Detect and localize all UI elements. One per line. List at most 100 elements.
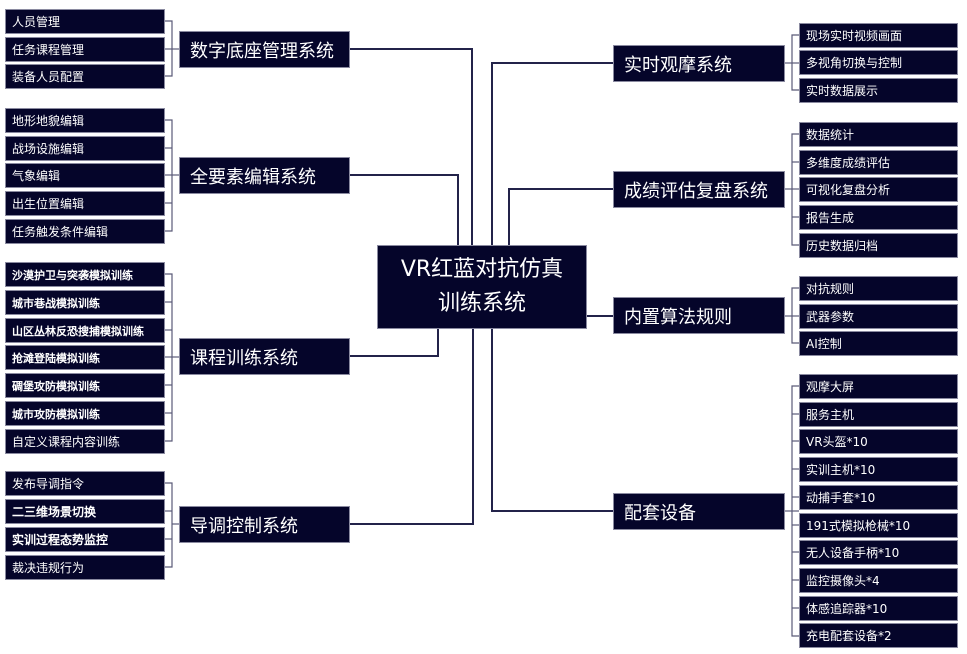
leaf-label: 气象编辑 [12,169,61,183]
leaf-label: 现场实时视频画面 [806,29,903,43]
system-realtime-observe[interactable]: 实时观摩系统 [613,45,785,82]
system-course-training[interactable]: 课程训练系统 [179,338,350,375]
leaf-item[interactable]: 裁决违规行为 [5,555,165,580]
leaf-label: 无人设备手柄*10 [806,546,900,560]
leaf-label: 任务课程管理 [12,43,85,57]
leaf-item[interactable]: 充电配套设备*2 [799,623,958,648]
leaf-item[interactable]: 对抗规则 [799,276,958,301]
system-builtin-algorithm[interactable]: 内置算法规则 [613,297,785,334]
leaf-label: VR头盔*10 [806,435,868,449]
leaf-item[interactable]: 多维度成绩评估 [799,150,958,175]
leaf-item[interactable]: 观摩大屏 [799,374,958,399]
connector-realtime-observe [491,62,613,245]
leaf-item[interactable]: 无人设备手柄*10 [799,540,958,565]
leaf-label: 二三维场景切换 [12,505,97,519]
leaf-item[interactable]: 可视化复盘分析 [799,177,958,202]
leaf-label: 装备人员配置 [12,70,85,84]
leaf-label: 服务主机 [806,408,855,422]
leaf-item[interactable]: 出生位置编辑 [5,191,165,216]
leaf-label: 191式模拟枪械*10 [806,519,911,533]
leaf-label: 可视化复盘分析 [806,183,891,197]
connector-director-control [350,329,474,525]
system-label: 导调控制系统 [190,515,298,537]
connector-score-eval [508,188,613,245]
leaf-label: 地形地貌编辑 [12,114,85,128]
leaf-label: 多维度成绩评估 [806,156,891,170]
system-label: 实时观摩系统 [624,54,732,76]
leaf-item[interactable]: 自定义课程内容训练 [5,429,165,454]
leaf-item[interactable]: 监控摄像头*4 [799,568,958,593]
system-label: 配套设备 [624,502,696,524]
leaf-label: AI控制 [806,337,842,351]
center-title: VR红蓝对抗仿真训练系统 [400,257,564,316]
leaf-label: 充电配套设备*2 [806,629,892,643]
leaf-label: 实训主机*10 [806,463,876,477]
leaf-item[interactable]: 二三维场景切换 [5,499,165,524]
leaf-label: 体感追踪器*10 [806,602,888,616]
leaf-label: 实时数据展示 [806,84,879,98]
leaf-label: 出生位置编辑 [12,197,85,211]
leaf-label: 任务触发条件编辑 [12,225,109,239]
leaf-label: 碉堡攻防模拟训练 [12,379,100,393]
leaf-item[interactable]: 城市攻防模拟训练 [5,401,165,426]
leaf-item[interactable]: 实时数据展示 [799,78,958,103]
center-node[interactable]: VR红蓝对抗仿真训练系统 [377,245,587,329]
leaf-item[interactable]: 服务主机 [799,402,958,427]
leaf-item[interactable]: 发布导调指令 [5,471,165,496]
system-label: 内置算法规则 [624,306,732,328]
leaf-item[interactable]: 装备人员配置 [5,64,165,89]
leaf-item[interactable]: 191式模拟枪械*10 [799,513,958,538]
leaf-item[interactable]: 碉堡攻防模拟训练 [5,373,165,398]
leaf-item[interactable]: 地形地貌编辑 [5,108,165,133]
leaf-label: 多视角切换与控制 [806,56,903,70]
leaf-item[interactable]: 战场设施编辑 [5,136,165,161]
leaf-item[interactable]: 现场实时视频画面 [799,23,958,48]
connector-digital-base [350,48,473,245]
leaf-item[interactable]: 武器参数 [799,304,958,329]
leaf-item[interactable]: 人员管理 [5,9,165,34]
connector-all-element [350,174,459,245]
leaf-item[interactable]: 任务触发条件编辑 [5,219,165,244]
system-supporting-equipment[interactable]: 配套设备 [613,493,785,530]
leaf-item[interactable]: 数据统计 [799,122,958,147]
system-label: 课程训练系统 [190,347,298,369]
leaf-label: 抢滩登陆模拟训练 [12,351,100,365]
system-score-evaluation[interactable]: 成绩评估复盘系统 [613,171,785,208]
leaf-item[interactable]: 实训主机*10 [799,457,958,482]
leaf-item[interactable]: 体感追踪器*10 [799,596,958,621]
leaf-label: 沙漠护卫与突袭模拟训练 [12,268,133,282]
leaf-label: 人员管理 [12,15,61,29]
leaf-item[interactable]: AI控制 [799,331,958,356]
leaf-item[interactable]: 动捕手套*10 [799,485,958,510]
leaf-label: 数据统计 [806,128,855,142]
leaf-label: 对抗规则 [806,282,855,296]
system-all-element-edit[interactable]: 全要素编辑系统 [179,157,350,194]
leaf-label: 武器参数 [806,310,855,324]
connector-equipment [491,329,613,512]
system-label: 全要素编辑系统 [190,166,316,188]
leaf-label: 城市巷战模拟训练 [12,296,100,310]
leaf-item[interactable]: 任务课程管理 [5,37,165,62]
leaf-item[interactable]: VR头盔*10 [799,429,958,454]
leaf-item[interactable]: 历史数据归档 [799,233,958,258]
leaf-label: 城市攻防模拟训练 [12,407,100,421]
leaf-item[interactable]: 沙漠护卫与突袭模拟训练 [5,262,165,287]
leaf-item[interactable]: 气象编辑 [5,163,165,188]
leaf-label: 监控摄像头*4 [806,574,880,588]
leaf-label: 观摩大屏 [806,380,855,394]
leaf-label: 裁决违规行为 [12,561,85,575]
leaf-label: 战场设施编辑 [12,142,85,156]
leaf-item[interactable]: 多视角切换与控制 [799,50,958,75]
leaf-item[interactable]: 抢滩登陆模拟训练 [5,345,165,370]
system-digital-base[interactable]: 数字底座管理系统 [179,31,350,68]
leaf-item[interactable]: 报告生成 [799,205,958,230]
leaf-item[interactable]: 山区丛林反恐搜捕模拟训练 [5,318,165,343]
system-director-control[interactable]: 导调控制系统 [179,506,350,543]
leaf-item[interactable]: 实训过程态势监控 [5,527,165,552]
leaf-label: 历史数据归档 [806,239,879,253]
leaf-label: 自定义课程内容训练 [12,435,121,449]
connector-course-training [350,329,439,357]
system-label: 成绩评估复盘系统 [624,180,768,202]
leaf-item[interactable]: 城市巷战模拟训练 [5,290,165,315]
